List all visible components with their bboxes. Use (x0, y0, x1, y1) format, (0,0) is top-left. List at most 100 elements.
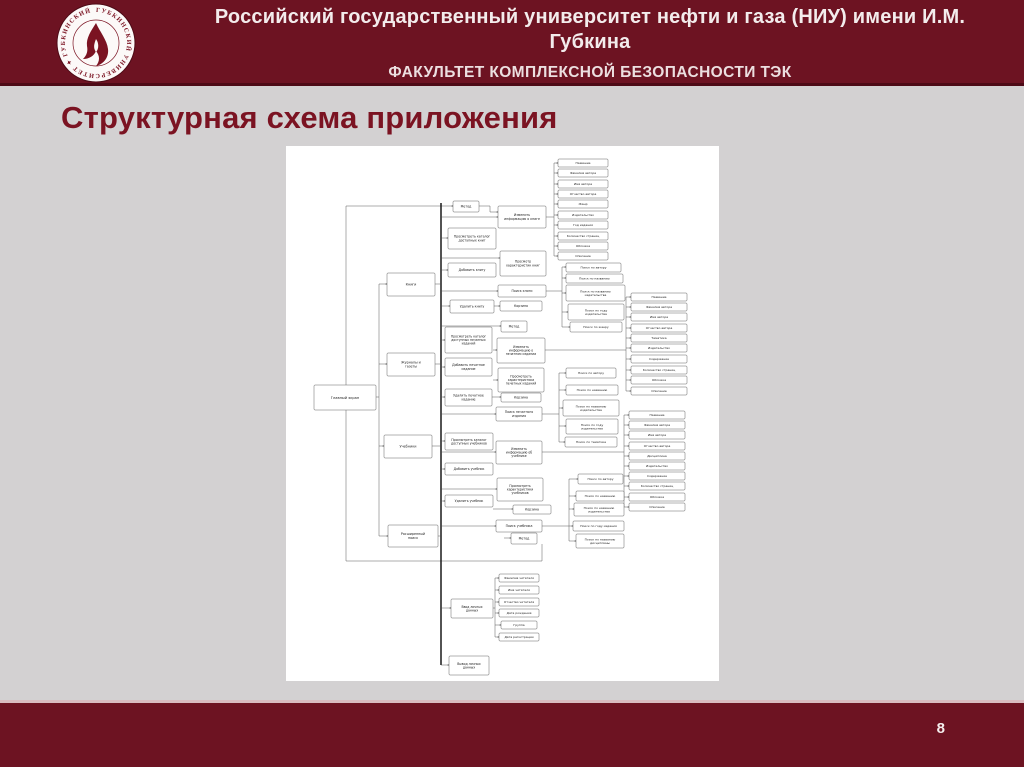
header-text-block: Российский государственный университет н… (180, 0, 1000, 86)
svg-text:Дисциплина: Дисциплина (647, 454, 667, 458)
page-number: 8 (936, 720, 945, 737)
diagram-node-b-attr-genre: Жанр (557, 199, 609, 209)
svg-text:Поиск по году издания: Поиск по году издания (580, 524, 617, 528)
diagram-node-t-attr-discipline: Дисциплина (628, 451, 686, 461)
diagram-node-b-attr-year: Год издания (557, 220, 609, 230)
svg-text:Количество страниц: Количество страниц (567, 234, 600, 238)
diagram-node-t-attr-name: Имя автора (628, 430, 686, 440)
diagram-node-b-attr-surname: Фамилия автора (557, 168, 609, 178)
diagram-node-t-attr-contents: Содержание (628, 471, 686, 481)
diagram-node-b-find-title: Поиск по названию (565, 273, 624, 284)
svg-text:Жанр: Жанр (579, 202, 588, 206)
svg-text:Поиск по автору: Поиск по автору (580, 266, 606, 270)
diagram-node-t-attr-cover: Обложка (628, 492, 686, 502)
svg-text:Отчество автора: Отчество автора (570, 192, 597, 196)
svg-text:Дата регистрации: Дата регистрации (504, 635, 533, 639)
diagram-node-b-find-author: Поиск по автору (565, 262, 622, 273)
diagram-node-b-attr-cover: Обложка (557, 241, 609, 251)
svg-text:Год издания: Год издания (573, 223, 593, 227)
svg-text:Описание: Описание (649, 505, 665, 509)
diagram-node-b-add: Добавить книгу (447, 262, 497, 278)
diagram-node-reader-group: Группа (500, 620, 538, 630)
diagram-node-t-find-title: Поиск по названию (575, 490, 625, 502)
svg-text:Поиск по тематике: Поиск по тематике (576, 440, 606, 444)
diagram-connector (345, 410, 543, 562)
diagram-node-j-attr-patronymic: Отчество автора (630, 323, 688, 333)
diagram-node-t-method: Метод (510, 532, 538, 545)
diagram-node-reader-surname: Фамилия читателя (498, 573, 540, 583)
svg-text:Количество страниц: Количество страниц (643, 368, 676, 372)
svg-text:Корзина: Корзина (514, 396, 528, 400)
svg-text:Название: Название (651, 295, 666, 299)
diagram-node-t-search: Поиск учебника (495, 519, 543, 533)
svg-text:Отчество читателя: Отчество читателя (504, 600, 535, 604)
svg-text:Группа: Группа (513, 623, 524, 627)
diagram-node-b-attr-patronymic: Отчество автора (557, 189, 609, 199)
university-seal-icon: ГУБКИНСКИЙ УНИВЕРСИТЕТ ✦ ГУБКИНСКИЙ УНИВ… (53, 0, 136, 83)
diagram-node-b-method: Метод (452, 200, 480, 213)
diagram-node-t-basket: Корзина (512, 504, 552, 515)
svg-text:Название: Название (649, 413, 664, 417)
diagram-node-t-add: Добавить учебник (444, 462, 494, 476)
diagram-node-j-attr-surname: Фамилия автора (630, 302, 688, 312)
svg-text:Содержание: Содержание (649, 357, 669, 361)
svg-text:Имя автора: Имя автора (648, 433, 666, 437)
svg-text:Содержание: Содержание (647, 474, 667, 478)
diagram-node-b-attr-title: Название (557, 158, 609, 168)
diagram-node-j-find-subject: Поиск по тематике (564, 436, 618, 448)
svg-text:Отчество автора: Отчество автора (646, 326, 673, 330)
diagram-node-b-find-genre: Поиск по жанру (569, 321, 623, 333)
diagram-connector (345, 205, 454, 385)
diagram-node-t-del: Удалить учебник (444, 494, 494, 508)
diagram-node-b-attr-descr: Описание (557, 251, 609, 261)
diagram-node-t-find-author: Поиск по автору (577, 473, 624, 485)
svg-text:Дата рождения: Дата рождения (507, 611, 532, 615)
svg-text:Фамилия автора: Фамилия автора (646, 305, 672, 309)
diagram-node-b-attr-pages: Количество страниц (557, 231, 609, 241)
svg-text:Фамилия автора: Фамилия автора (570, 171, 596, 175)
diagram-node-t-attr-descr: Описание (628, 502, 686, 512)
svg-text:Корзина: Корзина (525, 508, 539, 512)
svg-text:Издательство: Издательство (648, 346, 670, 350)
diagram-node-t-attr-surname: Фамилия автора (628, 420, 686, 430)
svg-text:Метод: Метод (509, 325, 521, 329)
diagram-node-t-attr-publisher: Издательство (628, 461, 686, 471)
svg-text:Издательство: Издательство (646, 464, 668, 468)
diagram-node-j-attr-publisher: Издательство (630, 343, 688, 353)
svg-text:Фамилия автора: Фамилия автора (644, 423, 670, 427)
svg-text:Название: Название (575, 161, 590, 165)
university-name: Российский государственный университет н… (214, 5, 966, 53)
diagram-node-j-method: Метод (500, 320, 528, 333)
diagram-node-reader-name: Имя читателя (498, 585, 540, 595)
svg-text:Книги: Книги (406, 283, 417, 287)
svg-text:Имя автора: Имя автора (650, 315, 668, 319)
diagram-node-books: Книги (386, 272, 436, 297)
